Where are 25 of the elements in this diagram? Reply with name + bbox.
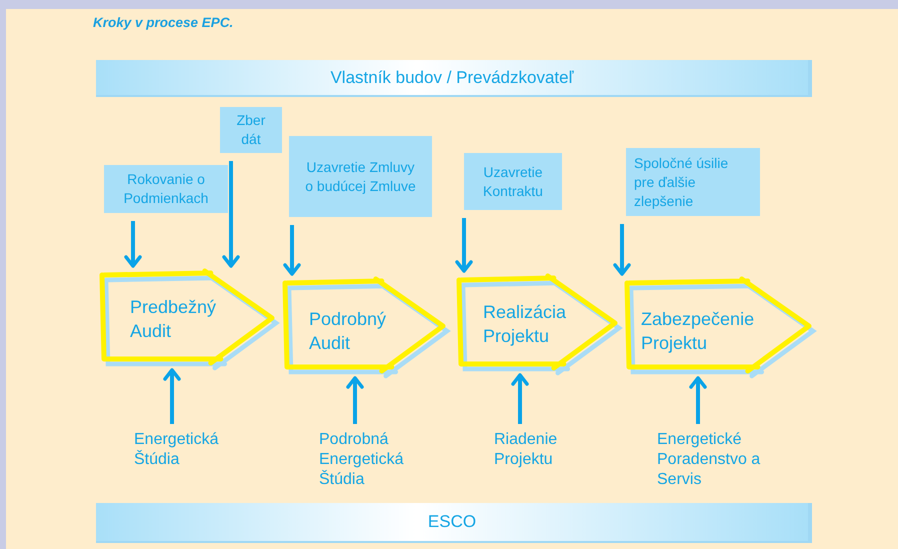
support-text: Podrobná Energetická Štúdia (319, 430, 439, 496)
arrow (283, 225, 301, 276)
arrow (511, 373, 529, 424)
step-input-box: Zber dát (220, 107, 282, 153)
step-input-box: Rokovanie o Podmienkach (104, 165, 228, 213)
step-label: Predbežný Audit (130, 296, 218, 343)
support-text: Riadenie Projektu (494, 430, 594, 476)
arrow (455, 218, 473, 273)
step-input-box: Uzavretie Zmluvy o budúcej Zmluve (289, 136, 432, 217)
diagram-title: Kroky v procese EPC. (93, 15, 234, 30)
band: ESCO (96, 503, 812, 543)
step-label: Realizácia Projektu (483, 301, 568, 348)
arrow (613, 224, 631, 276)
arrow (124, 221, 142, 268)
arrow (222, 161, 240, 268)
step-label: Podrobný Audit (309, 308, 388, 355)
arrow (689, 376, 707, 424)
band: Vlastník budov / Prevádzkovateľ (96, 60, 812, 97)
support-text: Energetická Štúdia (134, 430, 254, 476)
arrow (163, 368, 181, 424)
step-label: Zabezpečenie Projektu (641, 308, 756, 355)
step-input-box: Uzavretie Kontraktu (464, 153, 562, 210)
support-text: Energetické Poradenstvo a Servis (657, 430, 787, 496)
step-input-box: Spoločné úsilie pre ďalšie zlepšenie (626, 148, 760, 216)
arrow (346, 376, 364, 424)
